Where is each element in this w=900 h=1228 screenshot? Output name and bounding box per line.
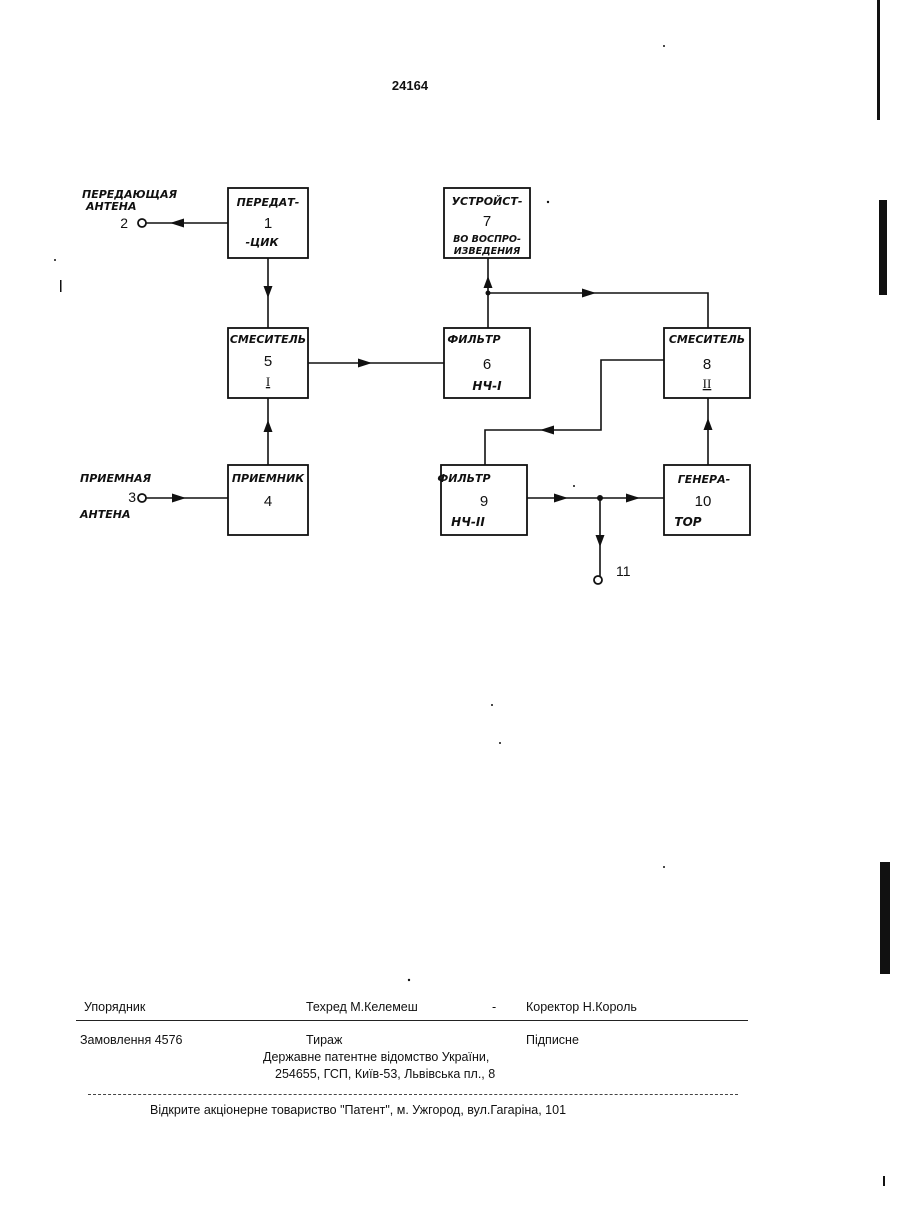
block-playback-number: 7 [483, 213, 491, 230]
block-filter-2-line2: НЧ-II [451, 515, 485, 529]
output-number: 11 [616, 563, 631, 579]
wire-transmitter-to-antenna [146, 219, 228, 228]
rx-antenna-label-2: АНТЕНА [79, 508, 130, 521]
block-mixer-1-number: 5 [264, 353, 272, 370]
block-mixer-1: СМЕСИТЕЛЬ 5 I [228, 328, 308, 398]
scan-edge-marks [54, 0, 890, 1186]
block-receiver-number: 4 [264, 493, 272, 510]
block-filter-2-line1: ФИЛЬТР [437, 472, 490, 485]
terminal-rx-antenna: ПРИЕМНАЯ АНТЕНА 3 [79, 472, 152, 521]
wire-generator-to-mixer2 [704, 398, 713, 465]
block-mixer-1-line1: СМЕСИТЕЛЬ [230, 333, 306, 346]
block-filter-1-number: 6 [483, 356, 491, 373]
block-playback-line1: УСТРОЙСТ- [452, 195, 523, 208]
terminal-tx-antenna: ПЕРЕДАЮЩАЯ АНТЕНА 2 [82, 188, 178, 231]
block-filter-2: ФИЛЬТР 9 НЧ-II [437, 465, 527, 535]
colophon-order: Замовлення 4576 [80, 1034, 183, 1047]
block-mixer-2-number: 8 [703, 356, 711, 373]
block-mixer-2-line1: СМЕСИТЕЛЬ [669, 333, 745, 346]
wire-mixer1-to-filter1 [308, 359, 444, 368]
wire-filter1-to-playback [484, 258, 709, 328]
block-filter-1-line2: НЧ-I [472, 379, 502, 393]
tx-antenna-label-2: АНТЕНА [85, 200, 136, 213]
block-mixer-2-line2: II [703, 376, 712, 391]
rx-antenna-label-1: ПРИЕМНАЯ [80, 472, 152, 485]
colophon-circulation: Тираж [306, 1034, 342, 1047]
block-filter-2-number: 9 [480, 493, 488, 510]
colophon-compiler: Упорядник [84, 1001, 145, 1014]
block-playback-line3: ИЗВЕДЕНИЯ [454, 246, 521, 257]
block-filter-1-line1: ФИЛЬТР [447, 333, 500, 346]
block-receiver: ПРИЕМНИК 4 [228, 465, 308, 535]
block-transmitter-line2: -ЦИК [246, 236, 280, 249]
block-transmitter: ПЕРЕДАТ- 1 -ЦИК [228, 188, 308, 258]
colophon-office-line1: Державне патентне відомство України, [263, 1051, 489, 1064]
tx-antenna-number: 2 [120, 215, 128, 231]
block-generator: ГЕНЕРА- 10 ТОР [664, 465, 750, 535]
block-mixer-1-line2: I [266, 374, 270, 389]
colophon-proofreader: Коректор Н.Король [526, 1001, 637, 1014]
block-filter-1: ФИЛЬТР 6 НЧ-I [444, 328, 530, 398]
wire-transmitter-mixer1 [264, 258, 273, 328]
colophon-techred: Техред М.Келемеш [306, 1001, 418, 1014]
colophon-rule-1 [76, 1020, 748, 1021]
colophon-publisher: Відкрите акціонерне товариство "Патент",… [150, 1104, 566, 1117]
block-transmitter-line1: ПЕРЕДАТ- [237, 196, 300, 209]
block-transmitter-number: 1 [264, 215, 272, 232]
colophon-subscription: Підписне [526, 1034, 579, 1047]
block-playback-device: УСТРОЙСТ- 7 ВО ВОСПРО- ИЗВЕДЕНИЯ [444, 188, 530, 258]
block-receiver-line1: ПРИЕМНИК [232, 472, 305, 485]
block-generator-number: 10 [695, 493, 712, 510]
colophon-office-line2: 254655, ГСП, Київ-53, Львівська пл., 8 [275, 1068, 495, 1081]
block-generator-line2: ТОР [674, 515, 701, 529]
colophon-rule-2 [88, 1094, 738, 1095]
page-number: 24164 [392, 78, 429, 93]
rx-antenna-number: 3 [128, 489, 136, 505]
wire-filter2-to-generator [527, 494, 664, 577]
block-mixer-2: СМЕСИТЕЛЬ 8 II [664, 328, 750, 398]
wire-receiver-to-mixer1 [264, 398, 273, 465]
block-playback-line2: ВО ВОСПРО- [453, 234, 521, 245]
wire-antenna-to-receiver [146, 494, 228, 503]
block-generator-line1: ГЕНЕРА- [678, 473, 730, 486]
colophon-separator-mark: - [492, 1001, 496, 1014]
